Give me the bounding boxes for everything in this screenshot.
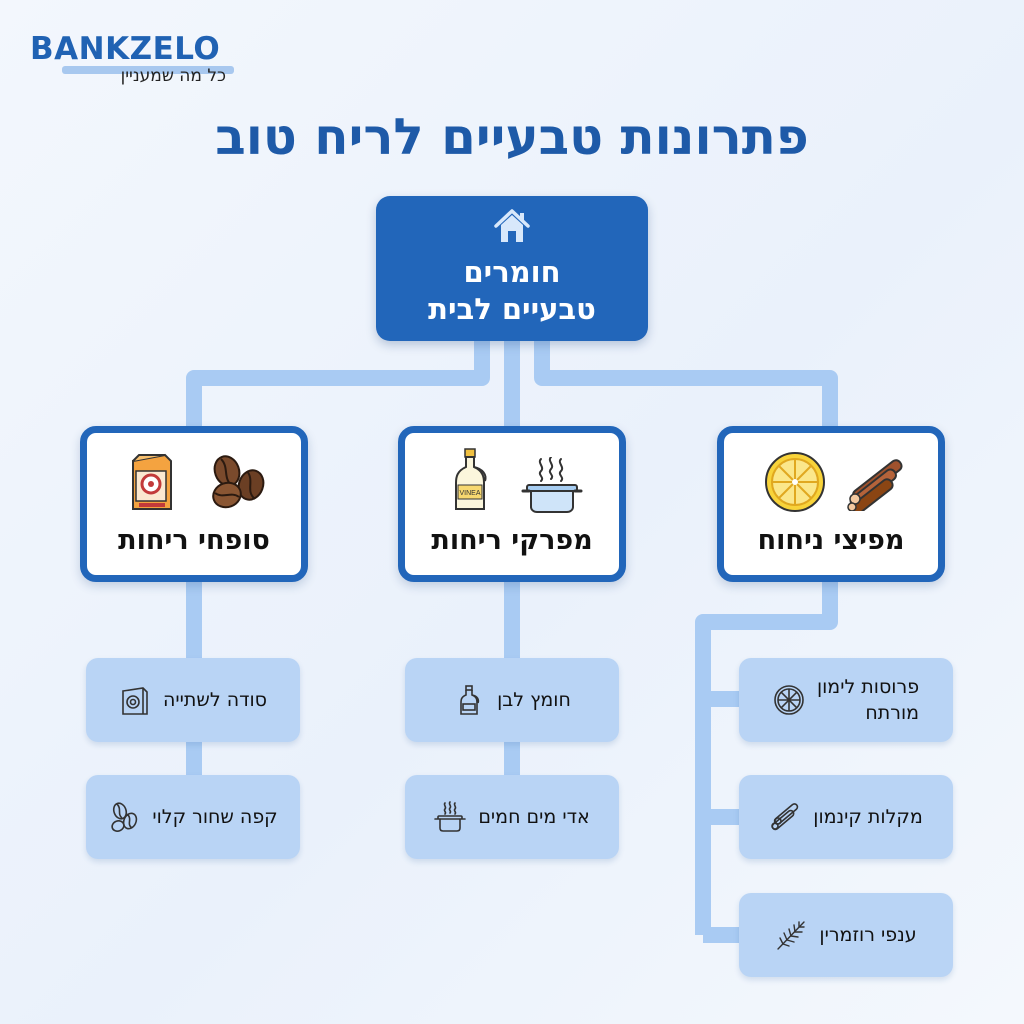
vinegar-bottle-icon: VINEA xyxy=(455,448,487,510)
root-label-line2: טבעיים לבית xyxy=(428,292,596,326)
rosemary-icon xyxy=(777,921,806,950)
connector-root-fresheners xyxy=(534,340,838,430)
connector-root-absorbers xyxy=(186,340,490,430)
leaf-rosemary: ענפי רוזמרין xyxy=(739,893,953,977)
leaf-coffee: קפה שחור קלוי xyxy=(86,775,300,859)
leaf-steam-label: אדי מים חמים xyxy=(478,806,590,828)
category-neutralizers-icons: VINEA xyxy=(405,447,619,513)
leaf-lemon-label-line1: פרוסות לימון xyxy=(816,676,920,698)
root-label: חומרים טבעיים לבית xyxy=(376,254,648,328)
root-label-line1: חומרים xyxy=(463,255,561,289)
lemon-slice-icon xyxy=(765,452,825,512)
brand-tagline: כל מה שמעניין xyxy=(120,66,226,86)
leaf-rosemary-label: ענפי רוזמרין xyxy=(819,924,917,946)
category-absorbers: סופחי ריחות xyxy=(80,426,308,582)
category-absorbers-icons xyxy=(87,447,301,510)
connector-fresheners-trunk xyxy=(695,580,838,935)
brand-logo: BANKZELO כל מה שמעניין xyxy=(30,30,240,86)
vinegar-bottle-text: VINEA xyxy=(459,490,480,497)
leaf-vinegar-label: חומץ לבן xyxy=(497,689,571,711)
category-neutralizers: VINEA מפרקי ריחות xyxy=(398,426,626,582)
leaf-baking-soda-label: סודה לשתייה xyxy=(163,689,267,711)
vinegar-bottle-icon xyxy=(460,685,480,715)
coffee-beans-icon xyxy=(212,455,265,509)
page-title: פתרונות טבעיים לריח טוב xyxy=(215,108,809,166)
house-icon xyxy=(494,209,530,242)
leaf-lemon: פרוסות לימון מורתח xyxy=(739,658,953,742)
leaf-baking-soda: סודה לשתייה xyxy=(86,658,300,742)
baking-soda-box-icon xyxy=(132,453,172,510)
leaf-lemon-label-line2: מורתח xyxy=(865,702,920,724)
cinnamon-sticks-icon xyxy=(847,459,903,511)
category-fresheners: מפיצי ניחוח xyxy=(717,426,945,582)
leaf-coffee-label: קפה שחור קלוי xyxy=(152,806,278,828)
brand-name: BANKZELO xyxy=(30,31,221,67)
leaf-cinnamon: מקלות קינמון xyxy=(739,775,953,859)
lemon-slice-icon xyxy=(774,685,804,715)
leaf-steam: אדי מים חמים xyxy=(405,775,619,859)
leaf-cinnamon-label: מקלות קינמון xyxy=(813,806,923,828)
category-absorbers-label: סופחי ריחות xyxy=(118,525,270,556)
leaf-vinegar: חומץ לבן xyxy=(405,658,619,742)
steaming-pot-icon xyxy=(434,801,467,832)
cinnamon-sticks-icon xyxy=(771,803,799,831)
category-fresheners-label: מפיצי ניחוח xyxy=(757,525,905,556)
coffee-bean-icon xyxy=(111,802,138,832)
category-fresheners-icons xyxy=(724,447,938,512)
baking-soda-icon xyxy=(122,687,148,715)
steaming-pot-icon xyxy=(521,457,583,513)
leaf-lemon-label: פרוסות לימון מורתח xyxy=(817,674,919,726)
root-node: חומרים טבעיים לבית xyxy=(376,196,648,341)
brand-underline xyxy=(62,66,234,74)
category-neutralizers-label: מפרקי ריחות xyxy=(431,525,593,556)
